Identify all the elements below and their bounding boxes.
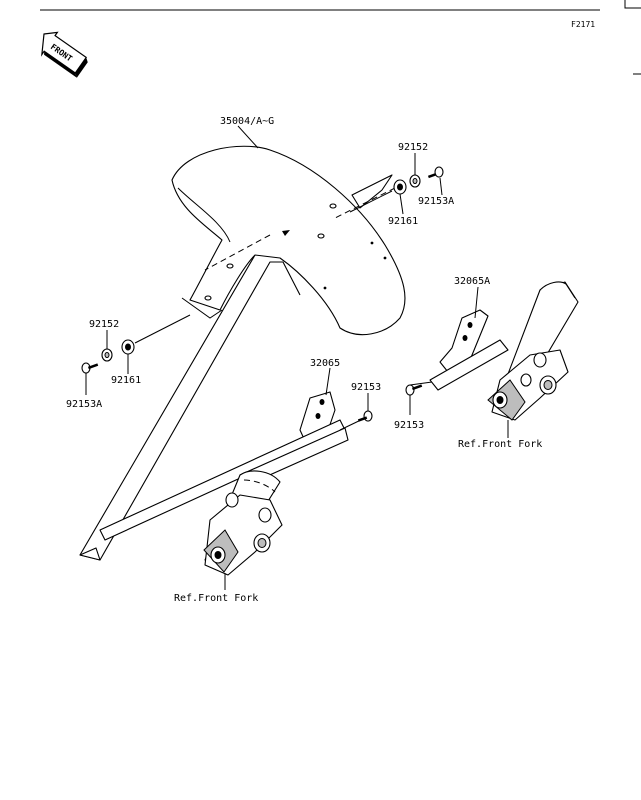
bracket-hole (319, 399, 325, 405)
front-fender (79, 145, 406, 561)
label-nut-left: 92161 (111, 375, 141, 386)
fender-stay-left (181, 297, 223, 319)
bracket-right (409, 309, 509, 391)
fender-stay-right (351, 174, 393, 209)
fork-tube-top (539, 281, 576, 299)
leader-bolt-top (439, 177, 443, 196)
bracket-left (99, 391, 366, 541)
nut-hole (125, 343, 131, 351)
leader-bracket-right (474, 286, 479, 319)
bolt-shank (357, 416, 368, 422)
fender-hole (204, 295, 212, 301)
fork-hidden-line (243, 479, 276, 493)
fork-boss-hole (257, 538, 267, 548)
align-arrow-icon (282, 230, 290, 236)
label-nut-top: 92161 (388, 216, 418, 227)
bracket-arm (429, 339, 509, 391)
leader-bracket-left (325, 367, 331, 396)
washer-hole (412, 178, 418, 184)
hardware-axis (134, 314, 191, 344)
label-fender: 35004/A~G (220, 116, 274, 127)
label-bolt-top: 92153A (418, 196, 454, 207)
label-bracket-left: 32065 (310, 358, 340, 369)
fender-hole (226, 263, 234, 269)
leader-fender (237, 125, 259, 149)
figure-code: F2171 (571, 20, 595, 29)
label-bolt-mid: 92153 (351, 382, 381, 393)
fender-hole (317, 233, 325, 239)
align-dash (334, 187, 396, 219)
bracket-hole (462, 335, 468, 341)
fender-rivet (323, 286, 327, 290)
fork-boss-hole (214, 551, 222, 559)
label-bolt-left: 92153A (66, 399, 102, 410)
label-washer-left: 92152 (89, 319, 119, 330)
fork-left (203, 470, 283, 576)
front-arrow-icon: FRONT (41, 31, 88, 78)
fender-hole (329, 203, 337, 209)
align-dash (204, 234, 271, 271)
fender-body (171, 145, 406, 336)
label-fork-left: Ref.Front Fork (174, 593, 258, 604)
bolt-shank (411, 384, 423, 391)
fork-boss (258, 507, 272, 523)
hardware-axis (349, 190, 393, 213)
fork-boss-hole (496, 396, 504, 404)
fender-tail-edge (79, 547, 101, 561)
fender-rivet (383, 256, 387, 260)
bracket-axis (409, 381, 433, 386)
fender-inner-rim (177, 187, 231, 243)
label-washer-top: 92152 (398, 142, 428, 153)
corner-mark (624, 0, 641, 9)
hardware-top-right (349, 166, 444, 213)
label-fork-right: Ref.Front Fork (458, 439, 542, 450)
fork-boss (533, 352, 547, 368)
bolt-head-icon (363, 410, 373, 422)
fork-right (487, 281, 579, 421)
label-bolt-right: 92153 (394, 420, 424, 431)
fender-rivet (370, 241, 374, 245)
fork-boss (520, 373, 532, 387)
bolt-head-icon (434, 166, 444, 178)
washer-hole (104, 352, 110, 358)
fork-boss (225, 492, 239, 508)
nut-hole (397, 183, 403, 191)
leader-nut-top (399, 193, 404, 215)
fork-boss-hole (543, 380, 553, 390)
bracket-hole (467, 322, 473, 328)
bolt-shank (87, 363, 99, 370)
bracket-hole (315, 413, 321, 419)
label-bracket-right: 32065A (454, 276, 490, 287)
